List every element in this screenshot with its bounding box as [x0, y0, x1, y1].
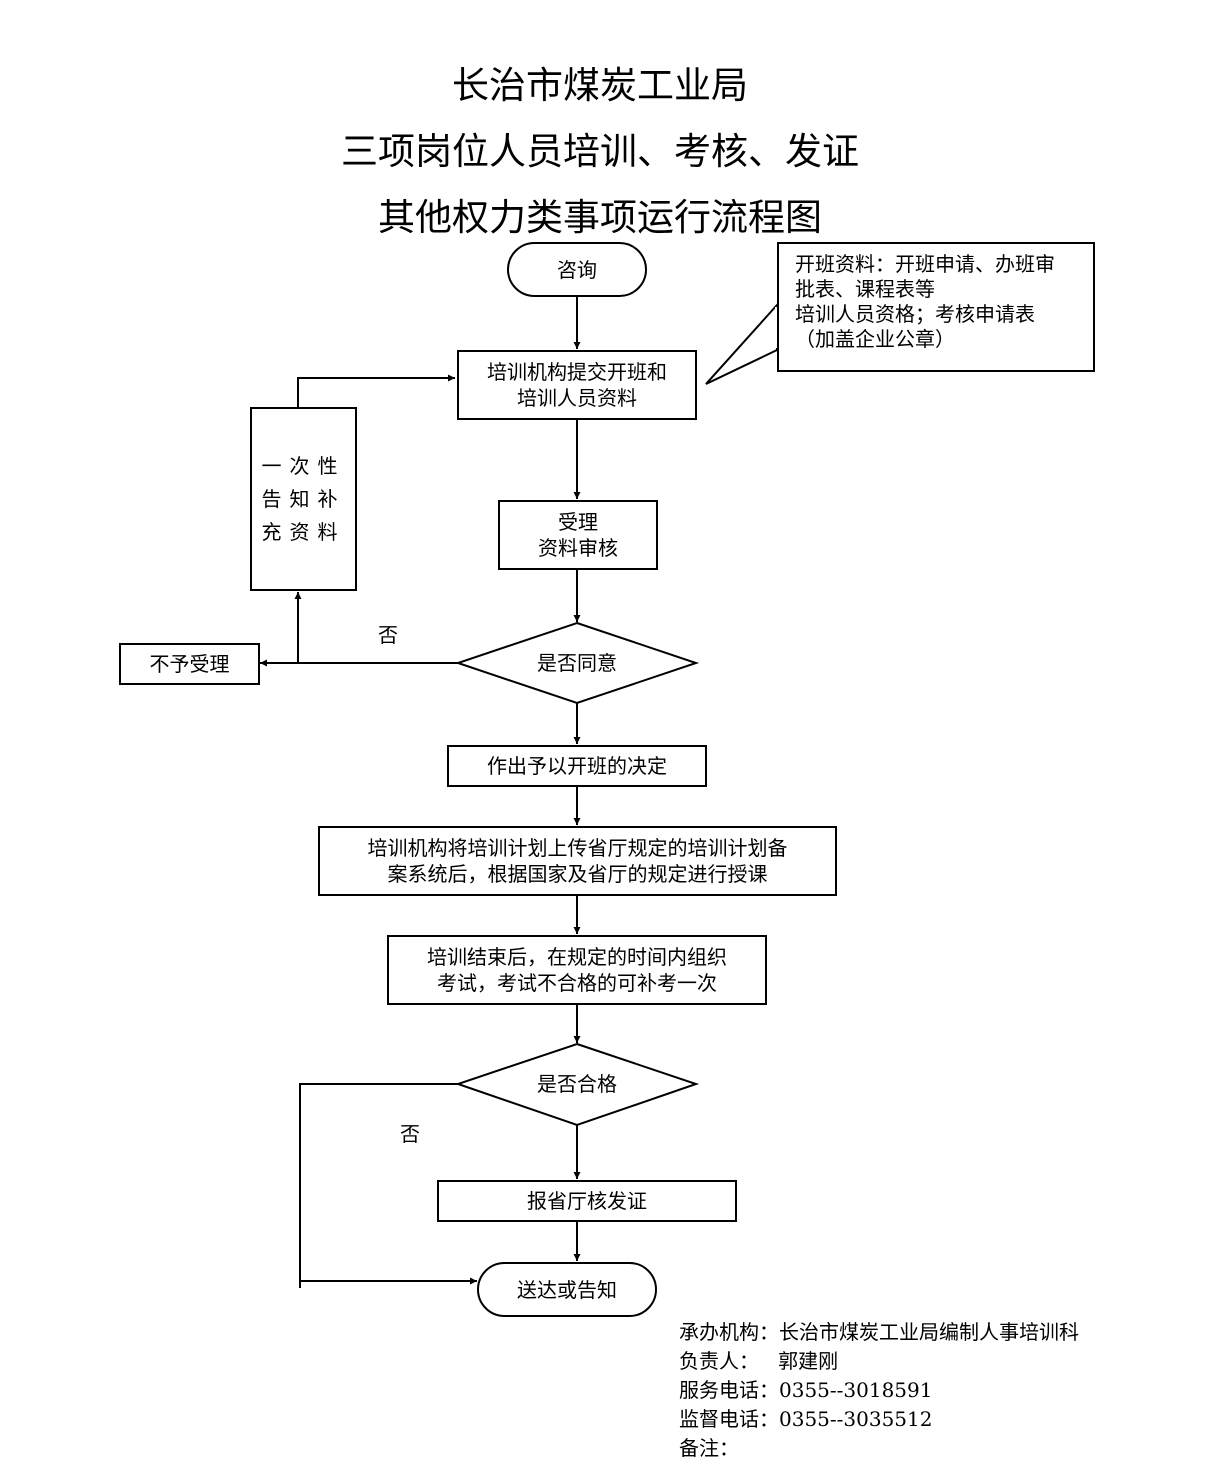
node-accept-review: 受理 资料审核 — [498, 500, 658, 570]
arrow-supplement-to-submit — [297, 374, 455, 407]
no-label-pass: 否 — [400, 1122, 420, 1146]
footer-person: 负责人： 郭建刚 — [679, 1349, 839, 1373]
no-label-agree: 否 — [378, 623, 398, 647]
decision-agree-label: 是否同意 — [537, 651, 617, 675]
decision-pass-diamond — [454, 1042, 700, 1127]
title-line-3: 其他权力类事项运行流程图 — [378, 196, 822, 239]
arrow-fail-to-deliver — [299, 1083, 458, 1288]
node-supplement: 一次性 告知补 充资料 — [250, 407, 357, 591]
node-supplement-text: 一次性 告知补 充资料 — [261, 453, 346, 544]
decision-pass-label: 是否合格 — [537, 1072, 617, 1096]
node-decide-open: 作出予以开班的决定 — [447, 745, 707, 787]
node-report: 报省厅核发证 — [437, 1180, 737, 1222]
footer-info: 承办机构：长治市煤炭工业局编制人事培训科 负责人： 郭建刚 服务电话：0355-… — [679, 1318, 1079, 1463]
node-submit-materials: 培训机构提交开班和 培训人员资料 — [457, 350, 697, 420]
node-consult: 咨询 — [507, 242, 647, 297]
footer-service-phone: 服务电话：0355--3018591 — [679, 1378, 933, 1402]
footer-supervise-phone: 监督电话：0355--3035512 — [679, 1407, 933, 1431]
footer-org: 承办机构：长治市煤炭工业局编制人事培训科 — [679, 1320, 1079, 1344]
title-line-1: 长治市煤炭工业局 — [452, 64, 748, 107]
materials-note: 开班资料：开班申请、办班审 批表、课程表等 培训人员资格；考核申请表 （加盖企业… — [777, 242, 1095, 372]
node-upload-plan: 培训机构将培训计划上传省厅规定的培训计划备 案系统后，根据国家及省厅的规定进行授… — [318, 826, 837, 896]
note-callout-pointer — [705, 302, 778, 385]
title-line-2: 三项岗位人员培训、考核、发证 — [341, 130, 859, 173]
decision-agree-diamond — [454, 621, 700, 705]
node-exam: 培训结束后，在规定的时间内组织 考试，考试不合格的可补考一次 — [387, 935, 767, 1005]
node-reject: 不予受理 — [119, 643, 260, 685]
node-deliver: 送达或告知 — [477, 1262, 657, 1317]
footer-remark: 备注： — [679, 1436, 739, 1460]
